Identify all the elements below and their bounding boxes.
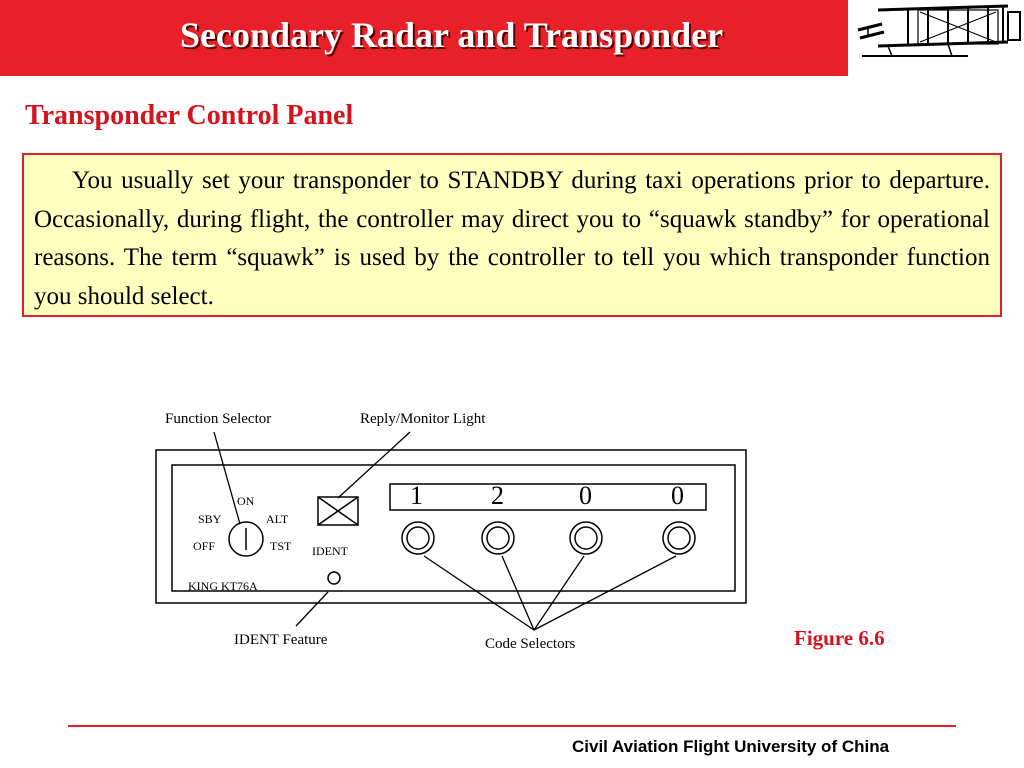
selector-alt-label: ALT xyxy=(266,512,289,526)
logo-area xyxy=(848,0,1024,76)
selector-tst-label: TST xyxy=(270,539,292,553)
biplane-logo-icon xyxy=(857,4,1021,57)
code-digit-1: 1 xyxy=(410,481,423,510)
code-selector-callout-line-2 xyxy=(501,555,535,631)
code-selector-knob-4 xyxy=(662,521,696,555)
code-selector-callout-line-3 xyxy=(533,555,585,631)
code-selector-knob-3 xyxy=(569,521,603,555)
ident-callout-line xyxy=(295,591,329,627)
body-text-box: You usually set your transponder to STAN… xyxy=(22,153,1002,317)
reply-monitor-light-label: Reply/Monitor Light xyxy=(360,411,486,427)
ident-panel-label: IDENT xyxy=(312,544,348,558)
panel-model-label: KING KT76A xyxy=(188,579,258,593)
reply-light-callout-line xyxy=(337,431,411,499)
code-display-window xyxy=(389,483,707,511)
code-digit-4: 0 xyxy=(671,481,684,510)
selector-off-label: OFF xyxy=(193,539,216,553)
figure-caption: Figure 6.6 xyxy=(794,626,885,650)
function-selector-label: Function Selector xyxy=(165,411,272,427)
code-selector-callout-line-1 xyxy=(423,555,535,631)
footer-text: Civil Aviation Flight University of Chin… xyxy=(572,737,890,756)
selector-on-label: ON xyxy=(237,494,255,508)
code-selector-knob-1 xyxy=(401,521,435,555)
ident-button xyxy=(327,571,341,585)
ident-feature-label: IDENT Feature xyxy=(234,632,328,648)
code-selector-callout-line-4 xyxy=(533,555,677,631)
code-selectors-label: Code Selectors xyxy=(485,636,576,652)
slide-title: Secondary Radar and Transponder xyxy=(180,15,724,55)
code-selector-knob-2 xyxy=(481,521,515,555)
footer-divider xyxy=(68,725,956,727)
selector-sby-label: SBY xyxy=(198,512,222,526)
function-selector-callout-line xyxy=(213,431,241,525)
code-digit-3: 0 xyxy=(579,481,592,510)
section-title: Transponder Control Panel xyxy=(25,100,354,131)
code-digit-2: 2 xyxy=(491,481,504,510)
